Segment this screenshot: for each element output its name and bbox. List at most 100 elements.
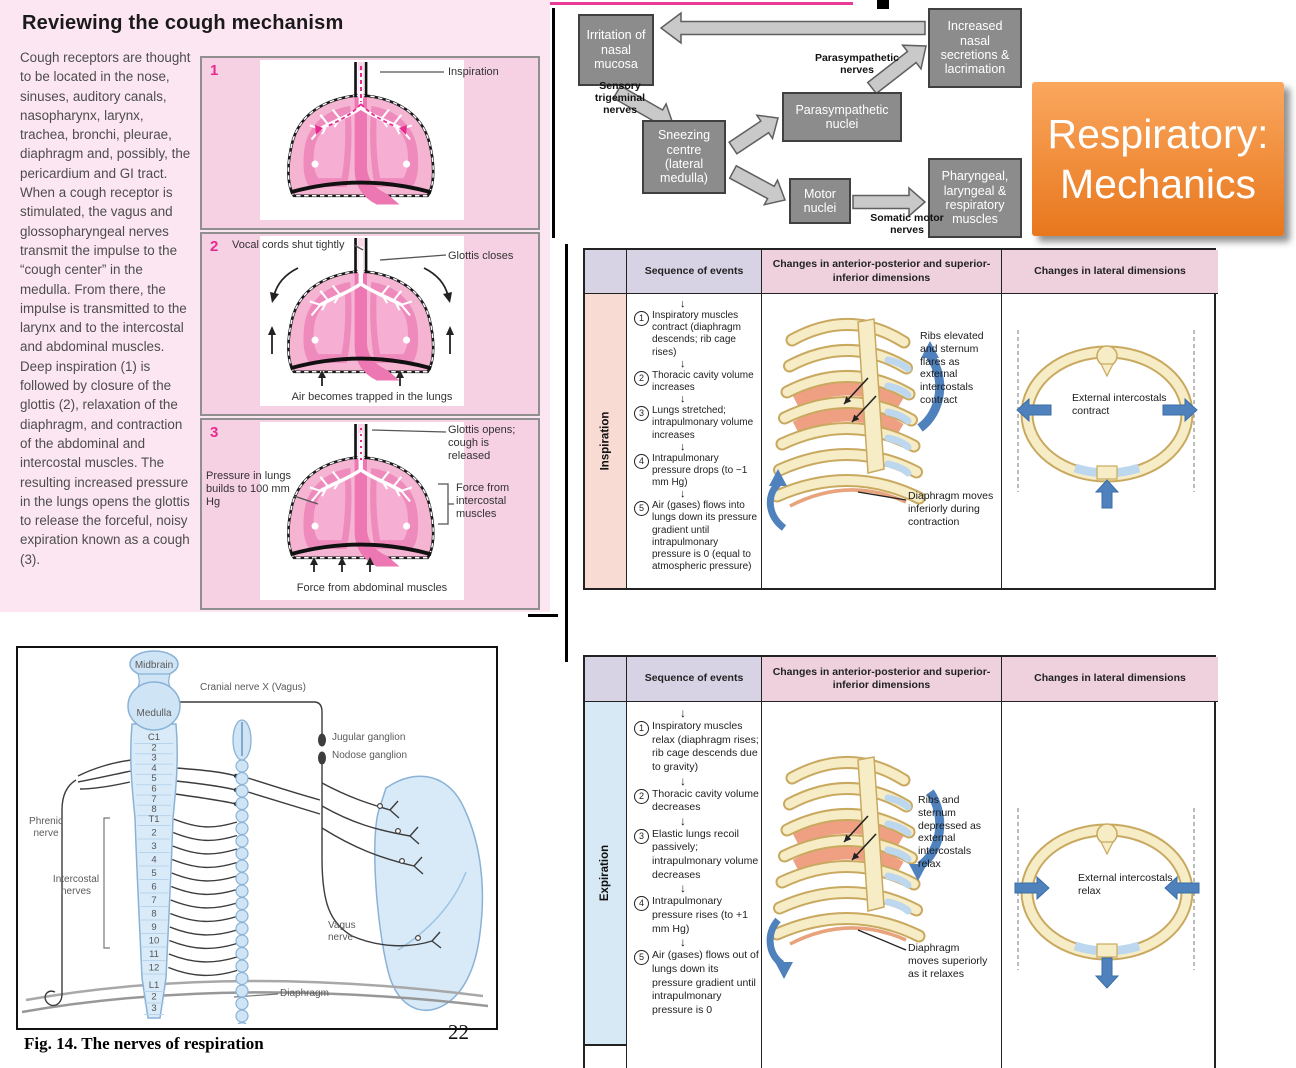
nodose-ganglion-label: Nodose ganglion [332, 750, 408, 761]
flow-box-motor-nuclei: Motor nuclei [789, 178, 851, 224]
rib-ring-inspiration-illustration [1016, 330, 1198, 509]
circled-number: 4 [634, 896, 649, 912]
svg-text:6: 6 [151, 784, 156, 795]
svg-text:2: 2 [151, 828, 156, 839]
svg-text:7: 7 [151, 794, 156, 805]
lung-cough-released-illustration [260, 420, 464, 600]
circled-number: 3 [634, 406, 649, 422]
cough-mechanism-panel: Reviewing the cough mechanism Cough rece… [0, 0, 550, 612]
intercostal-nerves-label: Intercostal nerves [52, 874, 100, 897]
flow-box-sneezing-centre: Sneezing centre (lateral medulla) [642, 120, 726, 194]
header-lateral-dimensions: Changes in lateral dimensions [1002, 250, 1218, 294]
jugular-ganglion-dot [318, 733, 326, 747]
flow-box-irritation: Irritation of nasal mucosa [578, 14, 654, 86]
svg-text:5: 5 [151, 773, 156, 784]
svg-text:8: 8 [151, 804, 156, 815]
header-blank [585, 250, 627, 294]
svg-text:10: 10 [149, 936, 160, 947]
svg-text:5: 5 [151, 868, 156, 879]
circled-number: 2 [634, 788, 649, 804]
circled-number: 5 [634, 950, 649, 966]
svg-text:7: 7 [151, 895, 156, 906]
svg-text:L1: L1 [149, 980, 160, 991]
flow-box-parasympathetic-nuclei: Parasympathetic nuclei [782, 92, 902, 142]
top-black-tick [877, 0, 889, 9]
header-sequence: Sequence of events [627, 657, 762, 702]
phrenic-nerve-label: Phrenic nerve [29, 816, 63, 839]
glottis-opens-label: Glottis opens; cough is released [448, 424, 516, 463]
flow-box-secretions: Increased nasal secretions & lacrimation [928, 8, 1022, 88]
slide-title-line1: Respiratory: [1047, 110, 1269, 157]
ribcage-inspiration-illustration [766, 318, 945, 531]
inspiration-table: Sequence of events Changes in anterior-p… [583, 248, 1218, 590]
down-arrow-icon: ↓ [680, 935, 686, 950]
down-arrow-icon: ↓ [680, 881, 686, 896]
svg-text:T1: T1 [148, 814, 159, 825]
row-label-inspiration: Inspiration [585, 294, 627, 588]
force-abdominal-label: Force from abdominal muscles [296, 582, 448, 594]
expiration-table: Sequence of events Changes in anterior-p… [583, 655, 1218, 1068]
spinal-cord [130, 723, 178, 1019]
lung-glottis-closed-illustration [260, 234, 464, 406]
parasympathetic-nerves-label: Parasympathetic nerves [814, 52, 900, 77]
inspiration-label: Inspiration [448, 66, 499, 78]
glottis-closes-label: Glottis closes [448, 250, 514, 262]
vagus-nerve-label: Vagus nerve [328, 920, 356, 943]
svg-text:4: 4 [151, 855, 156, 866]
cough-panel-body-text: Cough receptors are thought to be locate… [20, 50, 191, 567]
down-arrow-icon: ↓ [680, 488, 686, 501]
circled-number: 3 [634, 828, 649, 844]
ribcage-expiration-illustration [766, 756, 945, 979]
jugular-ganglion-label: Jugular ganglion [332, 732, 406, 743]
diaphragm-label: Diaphragm [280, 988, 329, 999]
ribs-depressed-annotation: Ribs and sternum depressed as external i… [918, 794, 982, 870]
phrenic-nerve-lines [44, 759, 133, 1007]
diaphragm-inferior-annotation: Diaphragm moves inferiorly during contra… [908, 490, 994, 528]
page-number: 22 [448, 1020, 469, 1044]
down-arrow-icon: ↓ [680, 706, 686, 720]
down-arrow-icon: ↓ [680, 298, 686, 310]
expiration-ribcage-cell: Ribs and sternum depressed as external i… [762, 702, 1002, 1068]
flow-box-muscles: Pharyngeal, laryngeal & respiratory musc… [928, 158, 1022, 238]
ribs-elevated-annotation: Ribs elevated and sternum flares as exte… [920, 330, 984, 406]
vocal-cords-label: Vocal cords shut tightly [232, 239, 345, 251]
sensory-trigeminal-label: Sensory trigeminal nerves [594, 80, 646, 117]
svg-text:4: 4 [151, 763, 156, 774]
somatic-motor-label: Somatic motor nerves [870, 212, 944, 237]
down-arrow-icon: ↓ [680, 393, 686, 406]
circled-number: 1 [634, 311, 649, 326]
sneeze-reflex-flowchart: Irritation of nasal mucosa Increased nas… [573, 6, 1025, 240]
inspiration-ribcage-cell: Ribs elevated and sternum flares as exte… [762, 294, 1002, 588]
vagus-nerve-lines [174, 764, 442, 949]
header-sequence: Sequence of events [627, 250, 762, 294]
expiration-lateral-cell: External intercostals relax [1002, 702, 1218, 1068]
svg-text:3: 3 [151, 841, 156, 852]
svg-text:9: 9 [151, 922, 156, 933]
header-lateral-dimensions: Changes in lateral dimensions [1002, 657, 1218, 702]
circled-number: 4 [634, 453, 649, 469]
circled-number: 1 [634, 721, 649, 736]
cough-panel-bottom-tick [528, 614, 558, 617]
pressure-label: Pressure in lungs builds to 100 mm Hg [206, 470, 291, 509]
row-label-expiration: Expiration [585, 702, 627, 1068]
circled-number: 2 [634, 370, 649, 386]
down-arrow-icon: ↓ [680, 773, 686, 788]
step-number: 3 [210, 424, 219, 441]
down-arrow-icon: ↓ [680, 813, 686, 828]
svg-text:2: 2 [151, 742, 156, 753]
header-ap-dimensions: Changes in anterior-posterior and superi… [762, 657, 1002, 702]
cranial-nerve-label: Cranial nerve X (Vagus) [200, 682, 306, 693]
slide-title-line2: Mechanics [1060, 161, 1256, 207]
cough-panel-title: Reviewing the cough mechanism [22, 12, 344, 34]
svg-text:6: 6 [151, 882, 156, 893]
external-intercostals-contract-annotation: External intercostals contract [1072, 392, 1167, 417]
svg-text:2: 2 [151, 992, 156, 1003]
header-blank [585, 657, 627, 702]
down-arrow-icon: ↓ [680, 440, 686, 453]
force-intercostal-label: Force from intercostal muscles [456, 482, 510, 521]
vertical-divider-lower [565, 244, 568, 662]
nodose-ganglion-dot [318, 751, 326, 765]
